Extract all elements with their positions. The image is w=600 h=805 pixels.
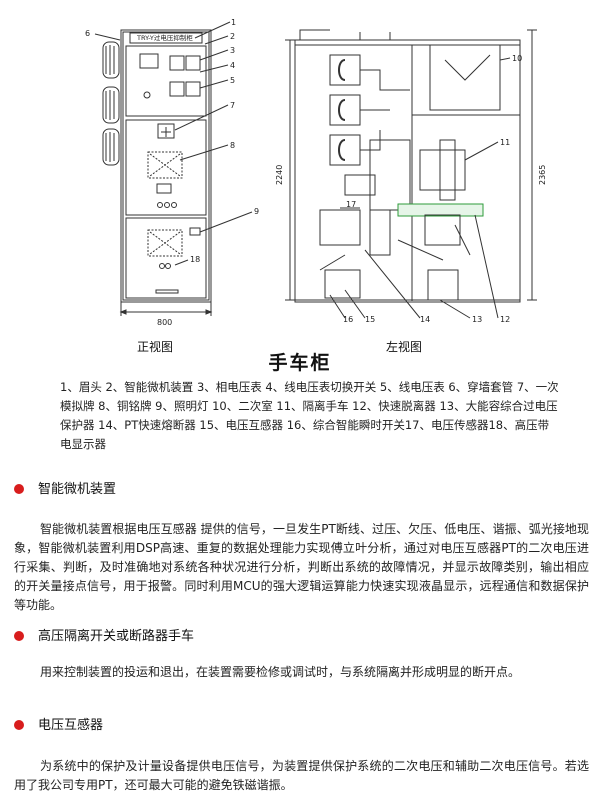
bullet-icon (14, 631, 24, 641)
drawing-text: TRY-Y过电压抑制柜 800 2240 2365 (136, 33, 547, 327)
section-heading-text: 电压互感器 (38, 718, 104, 733)
callout-16: 16 (343, 315, 353, 324)
width-dimension: 800 (157, 318, 172, 327)
callout-14: 14 (420, 315, 430, 324)
callout-6: 6 (85, 29, 90, 38)
front-cabinet-body (120, 29, 212, 303)
callout-7: 7 (230, 101, 235, 110)
bullet-icon (14, 720, 24, 730)
callout-8: 8 (230, 141, 235, 150)
section-heading-microcomputer: 智能微机装置 (14, 478, 116, 497)
front-view (94, 21, 253, 316)
side-view (285, 29, 537, 319)
callout-13: 13 (472, 315, 482, 324)
callout-18: 18 (190, 255, 200, 264)
wall-bushings (102, 41, 120, 166)
section-body-voltage-transformer: 为系统中的保护及计量设备提供电压信号，为装置提供保护系统的二次电压和辅助二次电压… (14, 759, 589, 792)
callout-10: 10 (512, 54, 522, 63)
front-view-caption: 正视图 (137, 340, 174, 354)
height-dimension-2365: 2365 (538, 165, 547, 185)
section-body-isolating-truck: 用来控制装置的投运和退出，在装置需要检修或调试时，与系统隔离并形成明显的断开点。 (40, 665, 521, 679)
callout-numbers: 1 2 3 4 5 6 7 8 9 10 11 12 13 14 15 16 1… (85, 18, 522, 324)
callout-9: 9 (254, 207, 259, 216)
section-body-microcomputer: 智能微机装置根据电压互感器 提供的信号，一旦发生PT断线、过压、欠压、低电压、谐… (14, 522, 589, 612)
side-view-caption: 左视图 (386, 340, 423, 354)
component-legend: 1、眉头 2、智能微机装置 3、相电压表 4、线电压表切换开关 5、线电压表 6… (60, 380, 559, 451)
section-heading-voltage-transformer: 电压互感器 (14, 714, 103, 733)
callout-1: 1 (231, 18, 236, 27)
callout-4: 4 (230, 61, 235, 70)
callout-2: 2 (230, 32, 235, 41)
callout-3: 3 (230, 46, 235, 55)
section-heading-isolating-truck: 高压隔离开关或断路器手车 (14, 625, 194, 644)
bullet-icon (14, 484, 24, 494)
cabinet-drawing: TRY-Y过电压抑制柜 800 2240 2365 1 2 3 4 5 6 7 … (85, 18, 547, 327)
callout-5: 5 (230, 76, 235, 85)
section-heading-text: 高压隔离开关或断路器手车 (38, 629, 195, 644)
callout-15: 15 (365, 315, 375, 324)
callout-11: 11 (500, 138, 510, 147)
height-dimension-2240: 2240 (275, 165, 284, 185)
section-heading-text: 智能微机装置 (38, 482, 117, 497)
side-cabinet-body (294, 39, 521, 303)
cabinet-header-label: TRY-Y过电压抑制柜 (136, 33, 193, 42)
page-title: 手车柜 (268, 352, 332, 374)
callout-12: 12 (500, 315, 510, 324)
callout-17: 17 (346, 200, 356, 209)
